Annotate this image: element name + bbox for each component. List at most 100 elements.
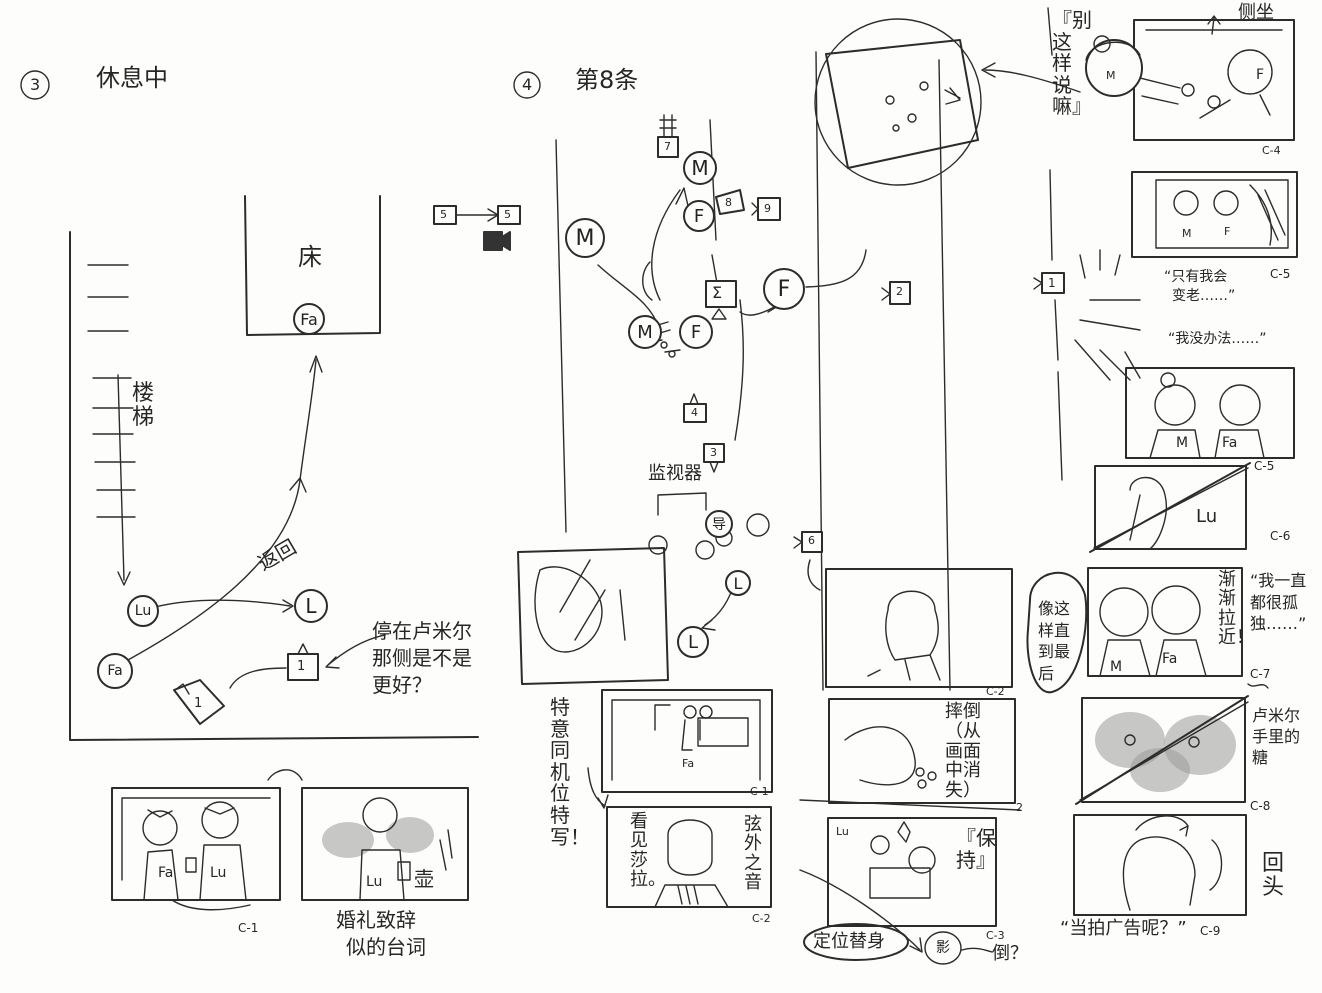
quote-only-me: “只有我会 变老……”: [1164, 268, 1322, 306]
scene4-cut-id-c1: C-1: [750, 785, 769, 798]
node-m-mid: M: [628, 315, 662, 349]
camera-8-label: 8: [725, 196, 732, 209]
c5a-label-m: M: [1182, 227, 1192, 240]
c4-label-f: F: [1256, 67, 1265, 83]
node-guide-label: 导: [712, 517, 726, 533]
scene4-number-circle: [513, 71, 541, 99]
zoom-in-note: 渐渐拉近！: [1218, 569, 1254, 649]
speech-bubble: [1026, 571, 1088, 694]
scene4-top-circle: [814, 18, 982, 186]
cut-2-frame: [828, 698, 1016, 804]
candy-note: 卢米尔手里的糖: [1252, 706, 1301, 767]
cut-c2-frame: [825, 568, 1013, 688]
scene3-wall: [69, 231, 479, 741]
node-guide: 导: [705, 510, 733, 538]
camera-7-label: 7: [664, 140, 671, 153]
node-lower: L: [725, 570, 751, 596]
cut-id-c4: C-4: [1262, 144, 1281, 157]
quote-ad: “当拍广告呢？”: [1060, 918, 1187, 939]
quote-lonely-line-2: 都很孤: [1250, 592, 1299, 612]
c6-label-lu: Lu: [1196, 506, 1218, 527]
middle-cut-id-c3: C-3: [986, 929, 1005, 942]
camera-1b-label: 1: [194, 696, 203, 711]
turn-head-note: 回头: [1262, 851, 1285, 900]
cut-id-c7: C-7: [1250, 667, 1271, 681]
c7-label-m: M: [1110, 659, 1123, 675]
node-fa: Fa: [97, 653, 133, 689]
scene4-cut-c2-frame: [606, 806, 772, 908]
scene4-cut-c1-label: Fa: [682, 757, 695, 770]
c7-label-fa: Fa: [1162, 651, 1178, 667]
cut-id-c8: C-8: [1250, 799, 1271, 813]
scene3-number-circle: [20, 70, 50, 100]
node-f-mid: F: [679, 315, 713, 349]
scene4-monitor-frame: [517, 547, 669, 685]
stairs-arrow: [117, 374, 125, 581]
c5b-label-fa: Fa: [1222, 435, 1238, 451]
node-fa-bed: Fa: [293, 303, 325, 335]
scene3-title: 休息中: [96, 64, 168, 92]
scene4-title: 第8条: [575, 66, 639, 94]
fall-note: 摔倒（从画面中消失）: [945, 701, 981, 802]
middle-cut-id-c2: C-2: [986, 685, 1005, 698]
scene4-number: 4: [522, 75, 533, 94]
scene3-c1-left-label-fa: Fa: [158, 865, 174, 881]
scene4-cut-c1-frame: [601, 689, 773, 793]
bubble-line-2: 到最后: [1038, 642, 1071, 683]
camera-2-label: 2: [896, 285, 903, 298]
scene3-caption-line-2: 似的台词: [346, 935, 426, 959]
scene4-cut-c2-left: 看见莎拉。: [630, 811, 666, 891]
cut-c3-frame: [827, 817, 997, 927]
keep-note: 『保持』: [956, 826, 996, 872]
scene3-c1-left-label-lu: Lu: [210, 865, 227, 881]
middle-cut-id-2: 2: [1016, 801, 1023, 814]
camera-5b-label: 5: [504, 208, 511, 221]
scene3-c1-right-mark: 壶: [414, 867, 434, 891]
node-l-bottom: L: [677, 626, 709, 658]
node-l-label: L: [305, 594, 317, 618]
scene3-cut-id-c1: C-1: [238, 921, 259, 935]
return-path: [127, 359, 317, 661]
cut-c8-frame: [1081, 697, 1246, 803]
scene3-cut-c1-right-frame: [301, 787, 469, 901]
middle-lu-label: Lu: [836, 825, 849, 838]
camera-9-label: 9: [764, 202, 771, 215]
bed-label: 床: [298, 243, 322, 271]
scene3-note-line-3: 更好？: [372, 673, 432, 697]
camera-1-label: 1: [297, 659, 306, 674]
node-f-top-label: F: [693, 205, 705, 227]
node-m-top: M: [683, 151, 717, 185]
fall-question: 倒？: [992, 943, 1028, 964]
scene4-top-board: [825, 39, 979, 169]
node-lower-label: L: [733, 573, 743, 593]
side-sit-label: 侧坐: [1238, 2, 1274, 23]
camera-5a-label: 5: [440, 208, 447, 221]
stairs-label: 楼梯: [132, 381, 155, 430]
double-oval: [803, 923, 909, 961]
node-f-mid-label: F: [690, 321, 702, 343]
scene3-cut-c1-left-frame: [111, 787, 281, 901]
node-fa-bed-label: Fa: [300, 309, 318, 329]
node-m-mid-label: M: [637, 321, 653, 343]
monitor-label: 监视器: [648, 463, 702, 484]
cut-c6-frame: [1094, 465, 1247, 550]
cut-id-c6: C-6: [1270, 529, 1291, 543]
node-m-left-label: M: [575, 225, 595, 251]
node-l: L: [294, 589, 328, 623]
node-l-bottom-label: L: [687, 631, 699, 653]
cut-c5b-frame: [1125, 367, 1295, 459]
scene3-number: 3: [30, 75, 41, 94]
scene4-cut-id-c2: C-2: [752, 912, 771, 925]
node-f-right: F: [763, 268, 805, 310]
node-f-top: F: [683, 200, 715, 232]
scene3-c1-right-label: Lu: [366, 874, 383, 890]
scene3-caption: 婚礼致辞 似的台词: [336, 907, 636, 961]
camera-6-label: 6: [808, 534, 815, 547]
camera-3-label: 3: [710, 446, 717, 459]
node-m-left: M: [565, 218, 605, 258]
node-fa-label: Fa: [107, 663, 123, 679]
quote-only-me-line-2: 变老……”: [1172, 287, 1236, 304]
quote-lonely-line-3: 独……”: [1250, 614, 1307, 634]
c5b-label-m: M: [1176, 435, 1189, 451]
